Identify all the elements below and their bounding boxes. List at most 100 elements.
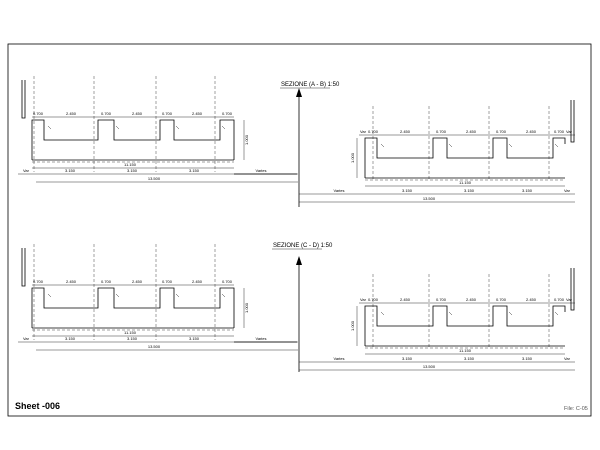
dim-label-top: 0.700 — [496, 297, 507, 302]
detail-tick — [115, 125, 120, 130]
dim-label-mid: 11.150 — [459, 180, 472, 185]
dim-label-top: 2.450 — [466, 297, 477, 302]
dim-label-top: 2.450 — [192, 279, 203, 284]
dim-label-top: 2.450 — [400, 129, 411, 134]
detail-tick — [175, 125, 180, 130]
dim-label-top: 0.700 — [554, 129, 565, 134]
drawings-layer: 0.700 2.450 0.700 2.450 0.700 2.450 0.700 1.000… — [18, 76, 575, 371]
wall-right — [570, 100, 575, 143]
dim-label-bottom: 3.150 — [127, 336, 138, 341]
sheet-number: Sheet -006 — [15, 401, 60, 411]
dim-label-top: Var — [566, 297, 573, 302]
section-header-ab: SEZIONE (A - B) 1:50 — [280, 82, 340, 207]
dim-label-top: 0.700 — [436, 129, 447, 134]
detail-tick — [115, 293, 120, 298]
sheet-border — [7, 43, 592, 417]
dim-label-overall: 13.500 — [148, 176, 161, 181]
detail-tick — [554, 143, 559, 148]
dim-label-height: 1.000 — [244, 134, 249, 145]
wall-right — [570, 268, 575, 311]
dim-label-top: 2.450 — [192, 111, 203, 116]
dim-label-top: 0.700 — [496, 129, 507, 134]
detail-tick — [47, 293, 52, 298]
detail-tick — [380, 311, 385, 316]
dim-label-top: 0.700 — [554, 297, 565, 302]
detail-tick — [47, 125, 52, 130]
dim-label-mid: 11.150 — [459, 348, 472, 353]
section-drawing-left-cd: 0.700 2.450 0.700 2.450 0.700 2.450 0.700 1.000… — [18, 244, 298, 351]
section-title-cd: SEZIONE (C - D) 1:50 — [273, 243, 333, 249]
dim-label-bottom: 3.150 — [65, 336, 76, 341]
dim-label-bottom: 3.150 — [522, 356, 533, 361]
dim-label-top: Var — [360, 129, 367, 134]
detail-tick — [448, 143, 453, 148]
dim-label-bottom: Var — [564, 356, 571, 361]
dim-label-bottom: 3.150 — [464, 356, 475, 361]
detail-tick — [508, 143, 513, 148]
dim-label-top: Var — [566, 129, 573, 134]
wall-left — [21, 80, 26, 119]
section-profile — [31, 287, 235, 328]
dim-label-bottom: Varies — [333, 188, 344, 193]
dim-label-bottom: 3.150 — [65, 168, 76, 173]
dim-label-mid: 11.150 — [124, 162, 137, 167]
dim-label-height: 1.000 — [350, 320, 355, 331]
dim-label-top: 0.700 — [101, 111, 112, 116]
dim-label-top: 0.700 — [222, 111, 233, 116]
detail-tick — [554, 311, 559, 316]
dim-label-top: 0.700 — [436, 297, 447, 302]
dim-label-bottom: 3.150 — [402, 356, 413, 361]
dim-label-top: Var — [360, 297, 367, 302]
section-drawing-left-ab: 0.700 2.450 0.700 2.450 0.700 2.450 0.700 1.000… — [18, 76, 298, 183]
wall-left — [21, 248, 26, 287]
dim-label-bottom: 3.150 — [464, 188, 475, 193]
dim-label-bottom: Var — [564, 188, 571, 193]
dim-label-bottom: 3.150 — [189, 168, 200, 173]
dim-label-top: 2.450 — [132, 111, 143, 116]
dim-label-top: 2.450 — [66, 279, 77, 284]
dim-label-top: 0.700 — [162, 111, 173, 116]
dim-label-bottom: 3.150 — [402, 188, 413, 193]
dim-label-mid: 11.150 — [124, 330, 137, 335]
section-profile — [364, 137, 566, 159]
section-header-cd: SEZIONE (C - D) 1:50 — [272, 243, 333, 372]
dim-label-top: 2.450 — [400, 297, 411, 302]
dim-label-top: 0.700 — [33, 279, 44, 284]
dim-label-top: 0.700 — [162, 279, 173, 284]
detail-tick — [508, 311, 513, 316]
dim-label-bottom: Var — [23, 168, 30, 173]
dim-label-bottom: 3.150 — [522, 188, 533, 193]
section-profile — [31, 119, 235, 160]
dim-label-bottom: Varies — [255, 168, 266, 173]
dim-label-overall: 13.500 — [423, 196, 436, 201]
section-title-ab: SEZIONE (A - B) 1:50 — [281, 82, 340, 88]
dim-label-bottom: Varies — [333, 356, 344, 361]
dim-label-top: 0.700 — [33, 111, 44, 116]
detail-tick — [448, 311, 453, 316]
detail-tick — [175, 293, 180, 298]
dim-label-height: 1.000 — [350, 152, 355, 163]
dim-label-top: 2.450 — [466, 129, 477, 134]
dim-label-top: 0.700 — [368, 297, 379, 302]
dim-label-overall: 13.500 — [148, 344, 161, 349]
dim-label-bottom: 3.150 — [189, 336, 200, 341]
detail-tick — [221, 293, 226, 298]
dim-label-bottom: Varies — [255, 336, 266, 341]
dim-label-top: 2.450 — [526, 297, 537, 302]
dim-label-top: 0.700 — [222, 279, 233, 284]
dim-label-bottom: 3.150 — [127, 168, 138, 173]
detail-tick — [380, 143, 385, 148]
dim-label-height: 1.000 — [244, 302, 249, 313]
dim-label-top: 2.450 — [66, 111, 77, 116]
dim-label-top: 0.700 — [368, 129, 379, 134]
dim-label-top: 0.700 — [101, 279, 112, 284]
section-profile — [364, 305, 566, 327]
dim-label-top: 2.450 — [526, 129, 537, 134]
dim-label-bottom: Var — [23, 336, 30, 341]
dim-label-top: 2.450 — [132, 279, 143, 284]
file-reference: File: C-05 — [564, 406, 588, 412]
detail-tick — [221, 125, 226, 130]
